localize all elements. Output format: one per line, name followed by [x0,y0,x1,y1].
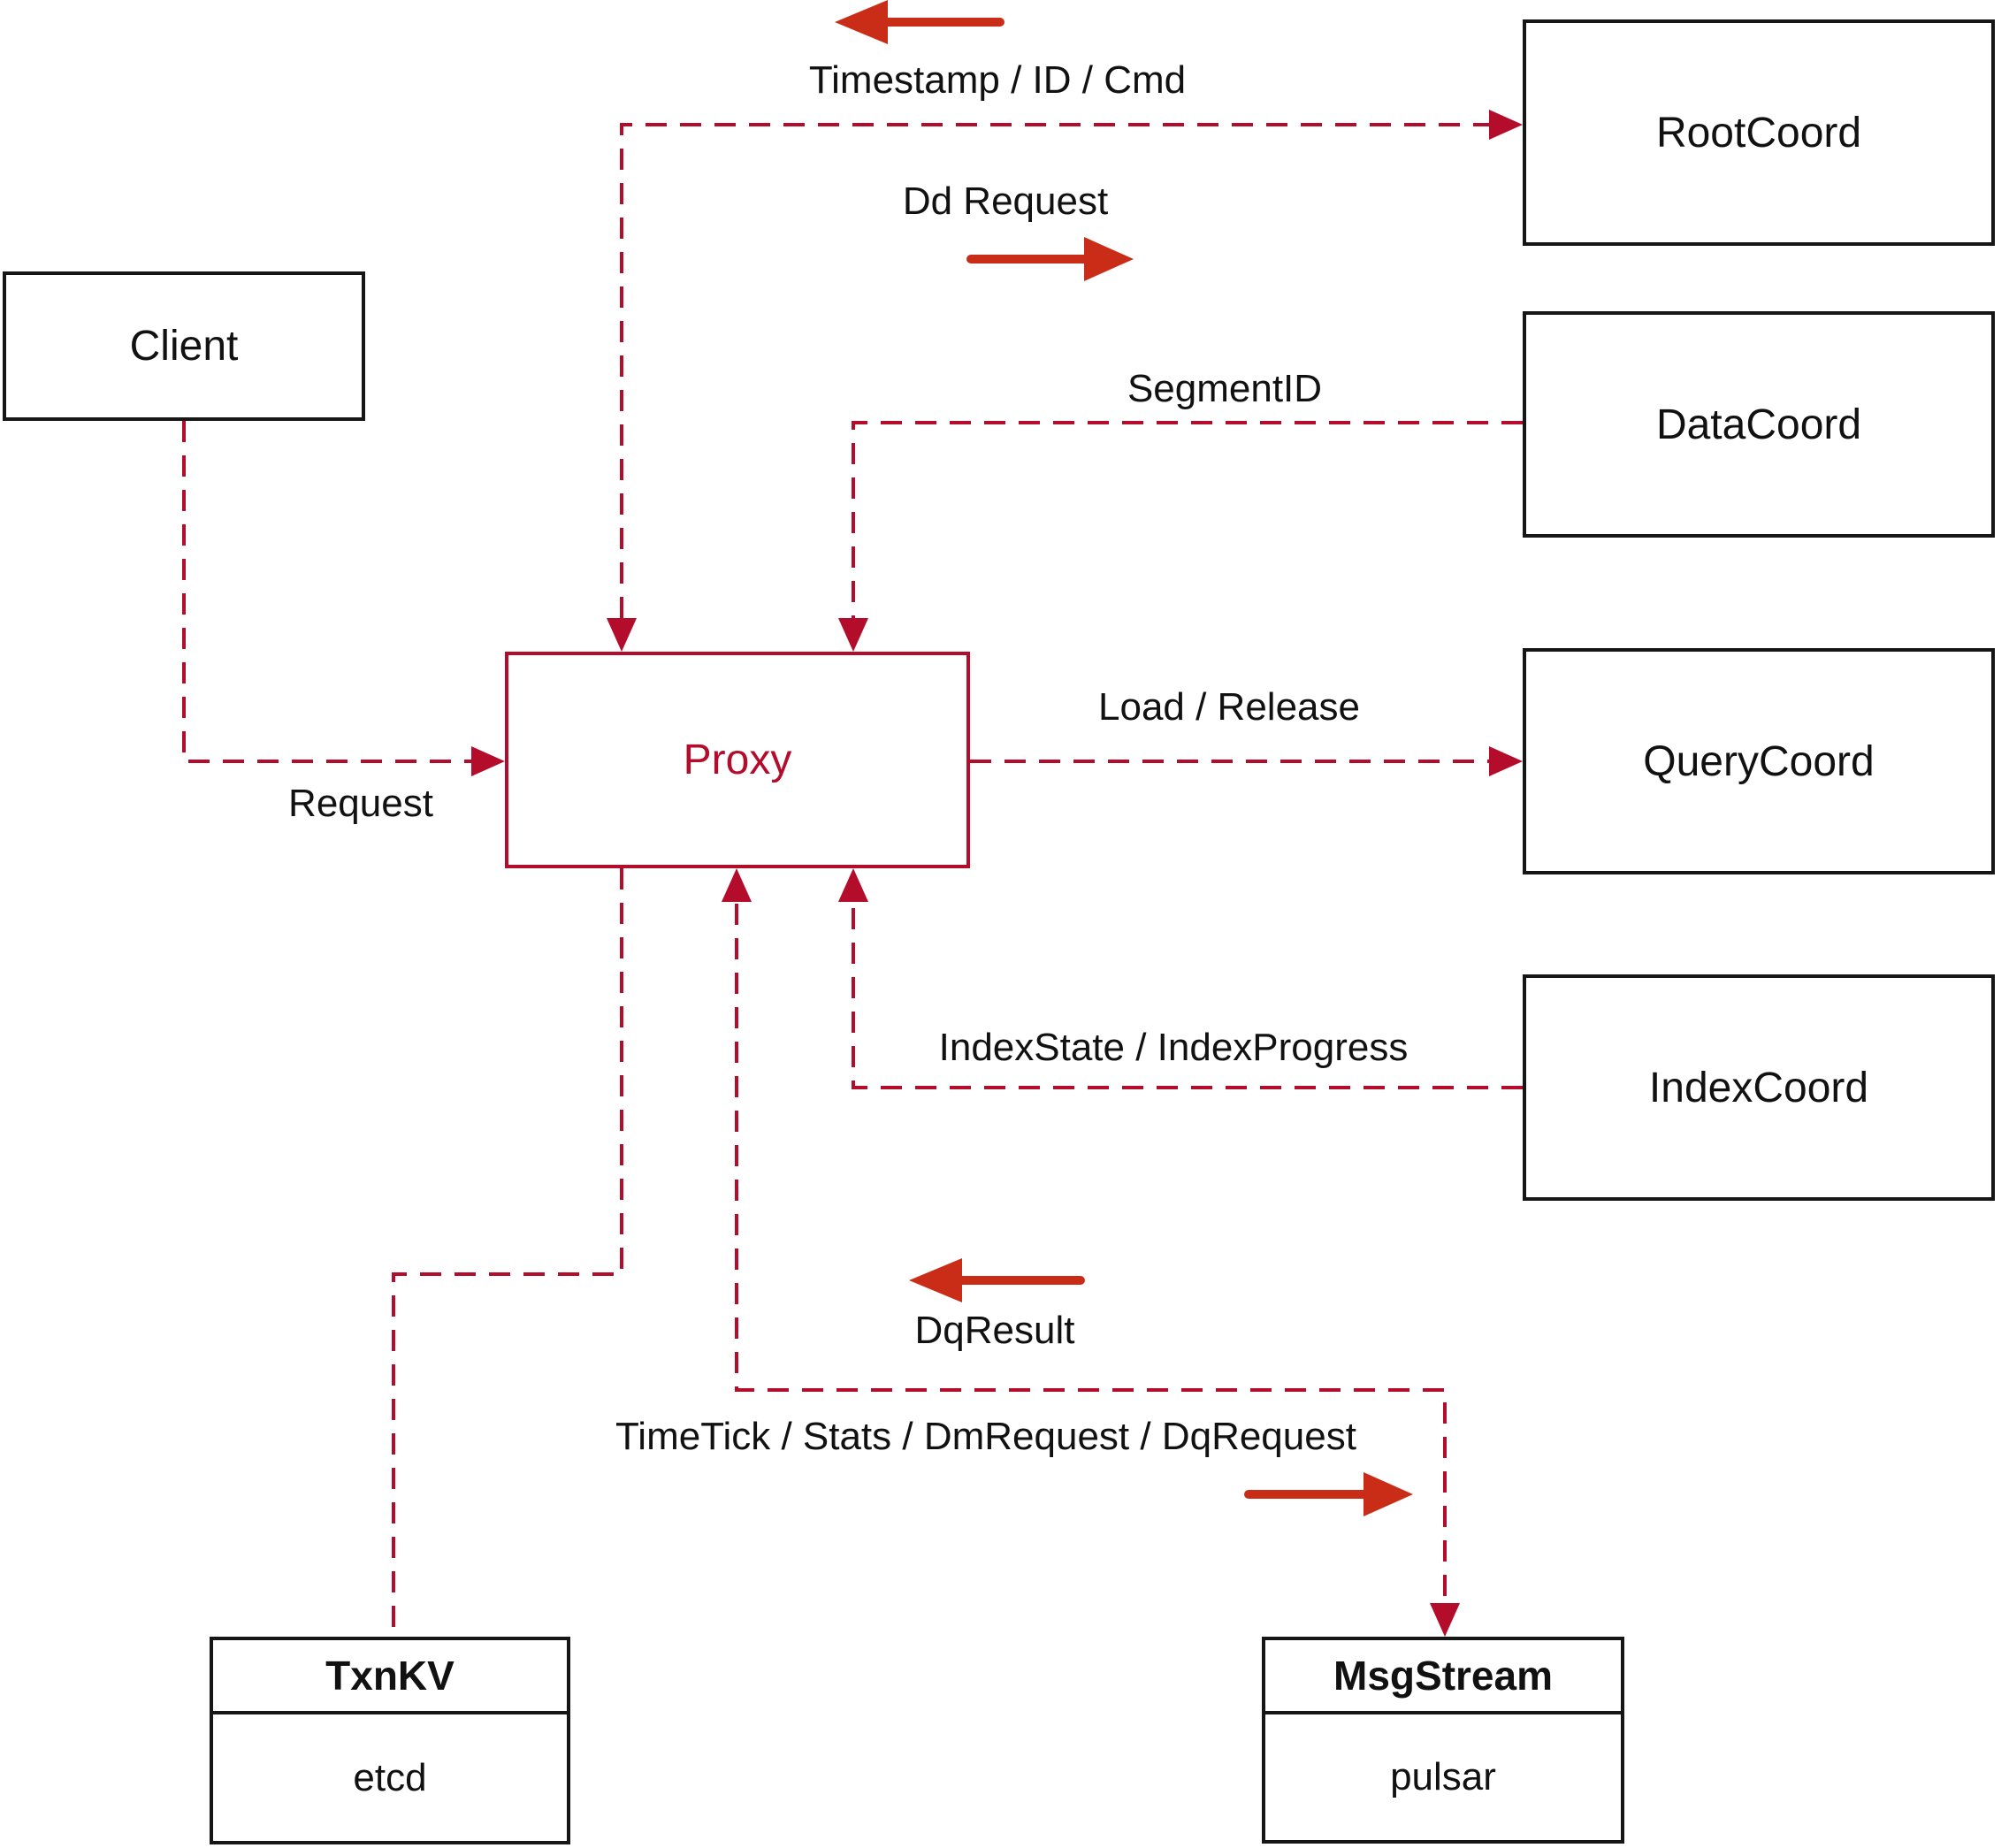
edge-label-timestamp-id-cmd: Timestamp / ID / Cmd [803,58,1192,103]
arrowhead-into-proxy-bottom-index [838,868,868,902]
edge-label-dq-result: DqResult [909,1309,1081,1353]
node-msgstream-title: MsgStream [1265,1640,1621,1714]
node-txnkv-title: TxnKV [213,1640,567,1714]
node-datacoord-label: DataCoord [1655,401,1862,448]
node-rootcoord-label: RootCoord [1655,109,1862,157]
node-proxy-label: Proxy [683,737,792,783]
arrowhead-into-msgstream [1430,1603,1460,1637]
direction-arrow-dqresult-left [909,1258,1085,1302]
direction-arrow-timetick-right [1244,1472,1413,1516]
node-indexcoord: IndexCoord [1523,974,1995,1201]
node-client-label: Client [129,323,239,370]
arrowhead-into-proxy-top-data [838,618,868,652]
arrowhead-into-querycoord [1489,746,1523,776]
node-txnkv-impl: etcd [353,1755,427,1799]
node-msgstream: MsgStream pulsar [1262,1637,1624,1844]
node-client: Client [3,271,365,421]
edge-proxy-msgstream [735,904,1447,1603]
edge-label-request: Request [283,782,439,826]
node-txnkv: TxnKV etcd [210,1637,570,1844]
direction-arrow-timestamp-left [835,0,1004,44]
edge-indexcoord-to-proxy [852,904,1523,1089]
edge-label-dd-request: Dd Request [897,179,1114,224]
edge-client-to-proxy [182,421,472,763]
node-datacoord: DataCoord [1523,311,1995,538]
node-querycoord: QueryCoord [1523,648,1995,874]
arrowhead-into-rootcoord [1489,110,1523,140]
edge-proxy-to-txnkv [392,868,623,1635]
node-querycoord-label: QueryCoord [1643,737,1875,785]
node-msgstream-impl: pulsar [1390,1755,1496,1798]
arrowhead-into-proxy-bottom-msgstream [722,868,752,902]
arrowhead-into-proxy-left [471,746,505,776]
edge-label-segment-id: SegmentID [1121,367,1328,411]
node-proxy: Proxy [505,652,970,868]
edge-proxy-rootcoord [620,123,1489,618]
edge-label-index-state-progress: IndexState / IndexProgress [933,1026,1414,1070]
edge-datacoord-to-proxy [852,421,1523,618]
node-indexcoord-label: IndexCoord [1648,1064,1869,1111]
edge-label-time-tick-stats: TimeTick / Stats / DmRequest / DqRequest [610,1415,1362,1459]
edge-label-load-release: Load / Release [1093,685,1365,729]
node-rootcoord: RootCoord [1523,19,1995,246]
arrowhead-into-proxy-top-root [607,618,637,652]
direction-arrow-dd-request-right [966,237,1134,281]
